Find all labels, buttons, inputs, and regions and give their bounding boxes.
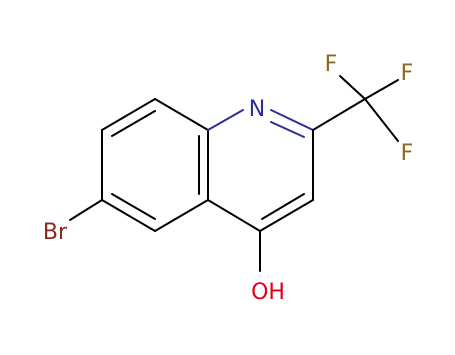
- hydroxyl-group-label: OH: [251, 280, 285, 305]
- bond-c8-c7: [101, 98, 156, 131]
- double-bond-n1-c2-inner: [270, 121, 305, 138]
- bond-n1-c2: [270, 109, 314, 131]
- bond-c8a-n1: [207, 109, 244, 131]
- bond-c2-cf3: [312, 98, 366, 131]
- fluorine-right-label: F: [401, 61, 414, 86]
- bromine-atom-label: Br: [43, 220, 68, 245]
- nitrogen-atom-label: N: [249, 97, 265, 122]
- bond-c6-c5: [101, 199, 156, 232]
- bond-c5-c4a: [154, 199, 209, 232]
- bond-c4-c4a: [207, 199, 261, 232]
- bond-cf3-f-top: [339, 75, 366, 100]
- substituent-bonds: [69, 75, 399, 272]
- benzene-ring: [101, 98, 209, 232]
- bond-c8-c8a: [154, 98, 209, 131]
- double-bond-c8-c7-inner: [111, 110, 156, 137]
- fluorine-bottom-label: F: [401, 141, 414, 166]
- bond-c3-c4: [259, 199, 314, 232]
- double-bond-c6-c5-inner: [111, 193, 156, 220]
- fluorine-top-label: F: [325, 52, 338, 77]
- bond-c6-br: [69, 199, 103, 221]
- bond-cf3-f-right: [364, 79, 399, 100]
- bond-cf3-f-bottom: [364, 98, 399, 142]
- double-bond-c3-c4-inner: [261, 193, 305, 220]
- pyridine-ring: [207, 109, 314, 232]
